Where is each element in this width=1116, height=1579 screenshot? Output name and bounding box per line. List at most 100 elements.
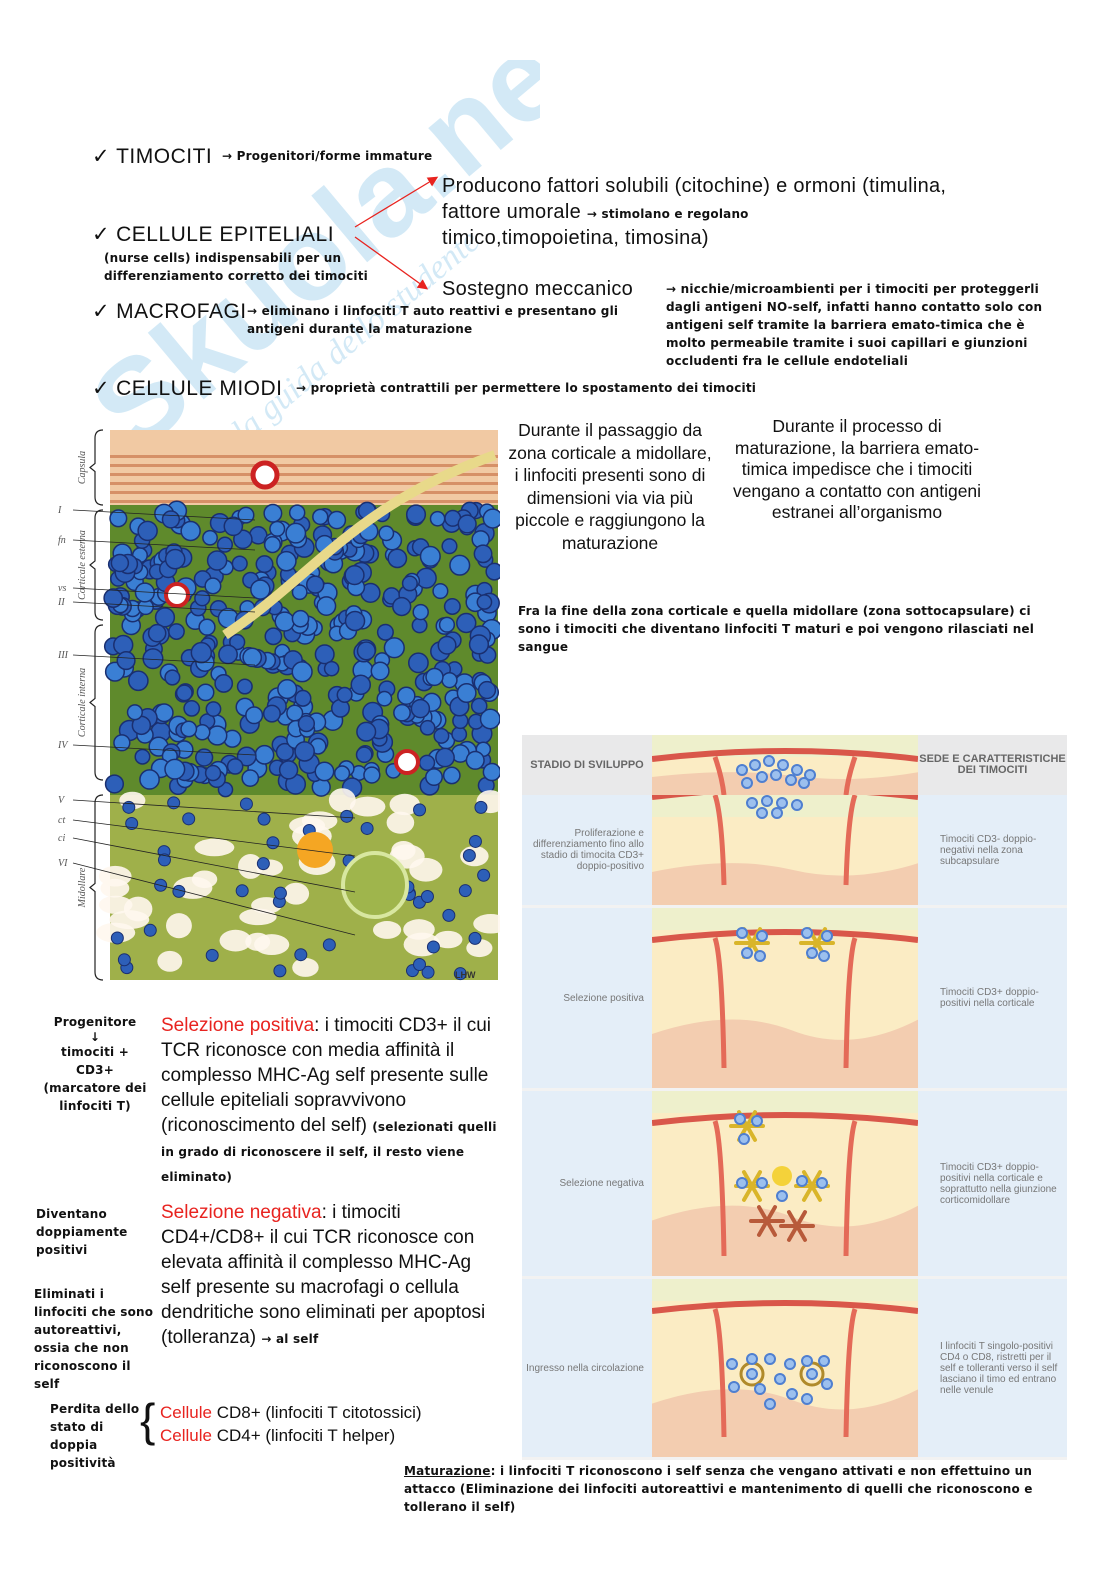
lymphocyte-mark (134, 748, 151, 765)
histology-region-label: Corticale esterna (77, 530, 88, 600)
stage-row: Proliferazione e differenziamento fino a… (522, 786, 1067, 908)
lymphocyte-mark (449, 554, 471, 576)
progenitore-label: Progenitore (53, 1015, 137, 1029)
lymphocyte-mark (168, 623, 185, 640)
selezione-negativa: Selezione negativa: i timociti CD4+/CD8+… (161, 1202, 486, 1348)
lymphocyte-mark (113, 734, 131, 752)
lymphocyte-mark (432, 582, 449, 600)
lymphocyte-mark (419, 719, 436, 736)
lymphocyte-mark (441, 671, 458, 689)
lymphocyte-mark (241, 769, 260, 787)
thymocyte-mark (770, 769, 782, 781)
lymphocyte-mark (110, 553, 130, 573)
lymphocyte-mark (183, 699, 201, 717)
thymocyte-mark (821, 930, 833, 942)
lymphocyte-mark (344, 565, 365, 586)
lymphocyte-mark (276, 550, 297, 572)
lymphocyte-mark (393, 703, 411, 722)
selezione-positiva-note: (selezionati quelli in grado di riconosc… (161, 1120, 497, 1184)
lymphocyte-mark (387, 548, 408, 569)
thymocyte-mark (756, 771, 768, 783)
timociti-heading: ✓TIMOCITI (92, 145, 213, 168)
thymocyte-mark (756, 930, 768, 942)
thymocyte-mark (736, 1177, 748, 1189)
lymphocyte-mark (103, 588, 124, 608)
thymus-lobule-illustration (651, 908, 919, 1088)
lymphocyte-mark (327, 510, 347, 530)
lymphocyte-mark (392, 596, 412, 617)
lymphocyte-mark (482, 762, 500, 782)
lymphocyte-mark (355, 746, 373, 764)
lymphocyte-mark (443, 597, 461, 615)
histology-label: III (57, 650, 69, 661)
histology-label: vs (58, 583, 66, 594)
lymphocyte-mark (441, 538, 458, 555)
lymphocyte-mark (333, 765, 351, 782)
stage-description: Timociti CD3+ doppio-positivi nella cort… (940, 987, 1039, 1009)
thymocyte-mark (806, 1368, 818, 1380)
sostegno-note: → nicchie/microambienti per i timociti p… (666, 282, 1043, 368)
thymocyte-mark (746, 1368, 758, 1380)
cellule-cd4: Cellule CD4+ (linfociti T helper) (160, 1426, 396, 1445)
lymphocyte-mark (196, 683, 215, 702)
lymphocyte-mark (476, 594, 493, 610)
lymphocyte-mark (456, 612, 477, 634)
stage-description: Timociti CD3- doppio-negativi nella zona… (940, 833, 1037, 867)
lymphocyte-mark (180, 520, 201, 542)
header-stage: STADIO DI SVILUPPO (530, 758, 644, 771)
thymocyte-mark (777, 759, 789, 771)
stage-label: Ingresso nella circolazione (526, 1362, 644, 1374)
producono-text: Producono fattori solubili (citochine) e… (442, 175, 947, 249)
lymphocyte-mark (190, 641, 213, 664)
lymphocyte-mark (468, 634, 490, 655)
histology-label: II (57, 597, 65, 608)
lymphocyte-mark (229, 633, 246, 651)
histology-label: VI (58, 858, 68, 869)
thymocyte-mark (786, 1388, 798, 1400)
lymphocyte-mark (442, 766, 461, 785)
thymocyte-mark (801, 927, 813, 939)
miodi-heading: ✓CELLULE MIODI (92, 377, 283, 400)
lymphocyte-mark (277, 678, 298, 700)
thymocyte-mark (791, 764, 803, 776)
lymphocyte-mark (278, 760, 299, 780)
sottocapsulare-note: Fra la fine della zona corticale e quell… (518, 604, 1035, 654)
lymphocyte-mark (401, 575, 418, 592)
lymphocyte-mark (194, 724, 211, 741)
thymus-lobule-illustration (651, 1091, 919, 1276)
timociti-cd3-label: timociti + CD3+ (marcatore dei linfociti… (43, 1045, 147, 1113)
stage-row: Selezione negativa Timociti CD3+ doppio-… (522, 1091, 1067, 1279)
lymphocyte-mark (104, 774, 125, 794)
lymphocyte-mark (291, 609, 310, 628)
histology-region-label: Corticale interna (77, 668, 88, 737)
thymocyte-mark (754, 950, 766, 962)
branch-arrows (354, 176, 439, 290)
check-icon: ✓ (92, 377, 111, 400)
lymphocyte-mark (126, 704, 143, 721)
lymphocyte-mark (218, 644, 238, 665)
lymphocyte-mark (438, 616, 456, 633)
thymocyte-mark (761, 795, 773, 807)
lymphocyte-mark (180, 720, 198, 738)
histology-label: ci (58, 833, 65, 844)
lymphocyte-mark (291, 661, 313, 683)
lymphocyte-mark (316, 596, 337, 616)
histology-label: IV (57, 740, 69, 751)
lymphocyte-mark (288, 504, 306, 521)
thymocyte-mark (791, 799, 803, 811)
lymphocyte-mark (419, 545, 441, 567)
thymocyte-mark (801, 1393, 813, 1405)
thymocyte-mark (741, 777, 753, 789)
lymphocyte-mark (294, 741, 315, 762)
lymphocyte-mark (323, 660, 340, 677)
histology-label: V (58, 795, 66, 806)
thymocyte-mark (801, 1355, 813, 1367)
lymphocyte-mark (297, 714, 316, 733)
lymphocyte-mark (206, 550, 228, 571)
lymphocyte-mark (164, 758, 186, 780)
doppiamente-note: Diventano doppiamente positivi (36, 1207, 128, 1257)
histology-label: ct (58, 815, 65, 826)
thymocyte-mark (726, 1358, 738, 1370)
lymphocyte-mark (231, 555, 248, 572)
